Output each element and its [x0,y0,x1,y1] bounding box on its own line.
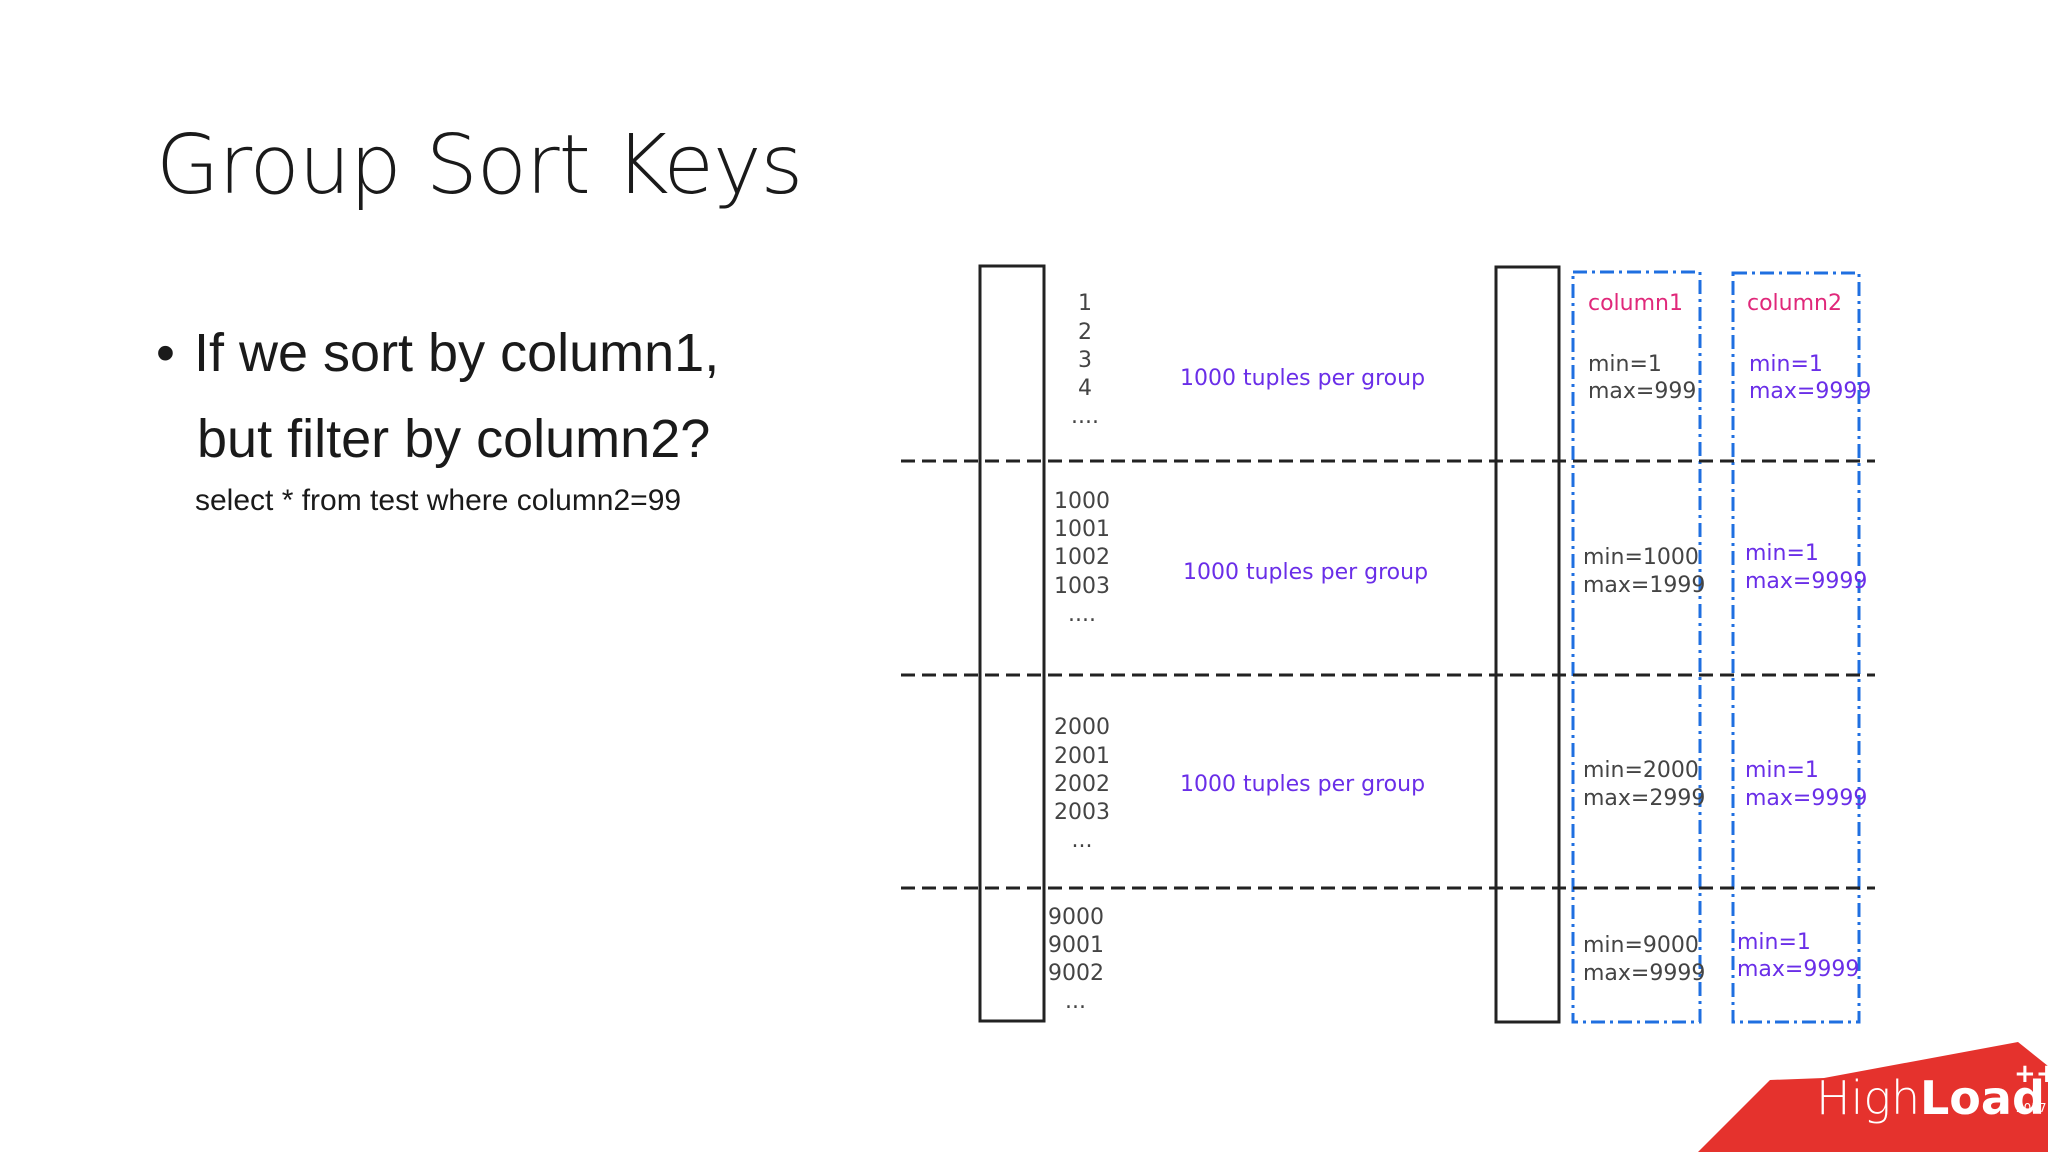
group-4: 9000 9001 9002 ... min=9000 max=9999 min… [1048,905,1859,1014]
bullet-dot: • [156,323,175,383]
column1-min: min=1000 [1583,545,1699,570]
logo-superscript: ++ [2014,1059,2048,1089]
column1-header: column1 [1588,291,1683,316]
column1-min: min=2000 [1583,758,1699,783]
column2-header: column2 [1747,291,1842,316]
column1-min: min=9000 [1583,933,1699,958]
column1-max: max=1999 [1583,573,1705,598]
group-value: 9000 [1048,905,1104,930]
column2-max: max=9999 [1745,786,1867,811]
group-caption: 1000 tuples per group [1180,772,1425,797]
column2-max: max=9999 [1749,379,1871,404]
group-value: 9002 [1048,961,1104,986]
column2-max: max=9999 [1737,957,1859,982]
group-value: .... [1071,404,1099,429]
logo-red-shape [1698,1042,2048,1152]
group-value: 2002 [1054,772,1110,797]
group-3: 2000 2001 2002 2003 ... 1000 tuples per … [1054,715,1867,853]
group-value: 4 [1078,376,1092,401]
group-value: ... [1072,828,1093,853]
sql-query: select * from test where column2=99 [195,484,682,517]
group-value: 1002 [1054,545,1110,570]
column2-min: min=1 [1745,758,1819,783]
highload-logo-svg: High Load ++ 2017 [1698,1042,2048,1152]
bullet-line-2: but filter by column2? [197,409,711,469]
group-value: 2001 [1054,744,1110,769]
group-value: 9001 [1048,933,1104,958]
slide-title: Group Sort Keys [156,118,803,213]
group-value: 2 [1078,320,1092,345]
group-caption: 1000 tuples per group [1180,366,1425,391]
column2-min: min=1 [1749,352,1823,377]
column1-stats-box [1571,270,1702,1024]
group-value: 1001 [1054,517,1110,542]
group-value: 2003 [1054,800,1110,825]
column1-min: min=1 [1588,352,1662,377]
sorted-column-bar [978,264,1046,1023]
logo-year: 2017 [2016,1101,2047,1115]
column2-max: max=9999 [1745,569,1867,594]
group-value: 3 [1078,348,1092,373]
group-1: 1 2 3 4 .... 1000 tuples per group min=1… [1071,291,1871,429]
column1-max: max=2999 [1583,786,1705,811]
column1-max: max=999 [1588,379,1696,404]
group-caption: 1000 tuples per group [1183,560,1428,585]
group-value: .... [1068,602,1096,627]
column2-min: min=1 [1745,541,1819,566]
group-value: ... [1065,989,1086,1014]
logo-text-light: High [1816,1071,1920,1125]
group-value: 1000 [1054,489,1110,514]
logo-text-bold: Load [1920,1071,2045,1125]
group-value: 2000 [1054,715,1110,740]
group-value: 1 [1078,291,1092,316]
group-2: 1000 1001 1002 1003 .... 1000 tuples per… [1054,489,1867,627]
column2-stats-box [1731,271,1861,1024]
bullet-line-1: If we sort by column1, [194,323,720,383]
highload-logo: High Load ++ 2017 [1698,1042,2048,1152]
storage-column-bar [1494,265,1561,1024]
column1-max: max=9999 [1583,961,1705,986]
group-value: 1003 [1054,574,1110,599]
column2-min: min=1 [1737,930,1811,955]
